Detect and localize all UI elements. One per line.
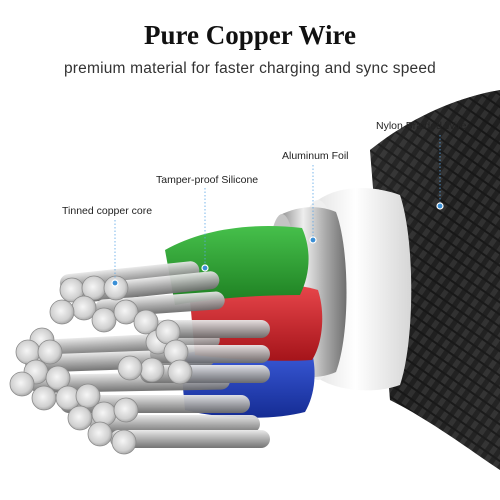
label-aluminum-foil: Aluminum Foil (282, 150, 349, 162)
page-title: Pure Copper Wire (143, 20, 356, 50)
label-tamper-proof-silicone: Tamper-proof Silicone (156, 174, 259, 186)
page-subtitle: premium material for faster charging and… (63, 60, 437, 77)
callout-lines (114, 135, 441, 283)
copper-strand-bundle (9, 261, 270, 455)
label-tinned-copper-core: Tinned copper core (62, 205, 153, 217)
callout-dots (111, 202, 444, 287)
label-nylon-braided-wire: Nylon Braided Wire (376, 120, 467, 132)
